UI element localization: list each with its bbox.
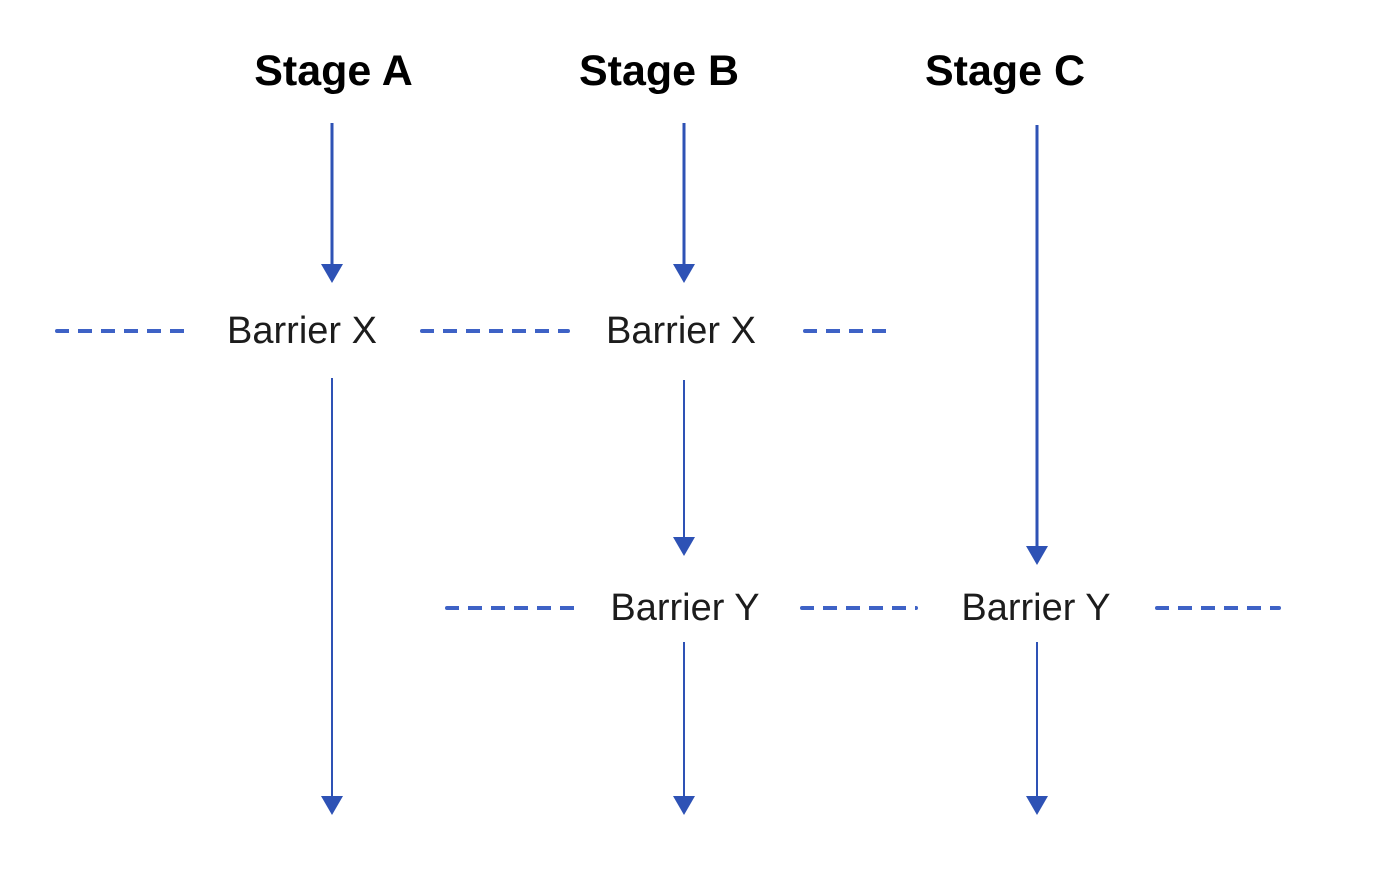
arrow-down-icon (673, 796, 695, 815)
barrier-y-label-stage-b: Barrier Y (589, 586, 781, 630)
stage-a-arrow-top (320, 123, 344, 283)
arrow-shaft (330, 123, 334, 268)
stage-b-heading: Stage B (578, 47, 740, 95)
stage-c-arrow-bottom (1025, 642, 1049, 815)
arrow-shaft (331, 378, 333, 800)
stage-b-arrow-middle (672, 380, 696, 556)
arrow-down-icon (1026, 546, 1048, 565)
arrow-shaft (1036, 642, 1038, 800)
stage-a-heading: Stage A (254, 47, 413, 95)
arrow-down-icon (673, 537, 695, 556)
arrow-down-icon (673, 264, 695, 283)
stage-b-arrow-top (672, 123, 696, 283)
barrier-x-dash-right (803, 329, 891, 333)
arrow-down-icon (1026, 796, 1048, 815)
stage-c-heading: Stage C (924, 47, 1086, 95)
arrow-down-icon (321, 264, 343, 283)
barrier-y-dash-middle (800, 606, 918, 610)
barrier-x-dash-middle (420, 329, 570, 333)
stage-c-arrow-top (1025, 125, 1049, 565)
arrow-shaft (682, 123, 686, 268)
stage-b-arrow-bottom (672, 642, 696, 815)
arrow-down-icon (321, 796, 343, 815)
arrow-shaft (1035, 125, 1039, 550)
barrier-x-dash-left (55, 329, 189, 333)
arrow-shaft (683, 380, 685, 541)
barrier-x-label-stage-a: Barrier X (206, 309, 398, 353)
stage-a-arrow-bottom (320, 378, 344, 815)
barrier-y-dash-right (1155, 606, 1281, 610)
barrier-y-label-stage-c: Barrier Y (940, 586, 1132, 630)
barrier-x-label-stage-b: Barrier X (585, 309, 777, 353)
arrow-shaft (683, 642, 685, 800)
barrier-y-dash-left (445, 606, 576, 610)
